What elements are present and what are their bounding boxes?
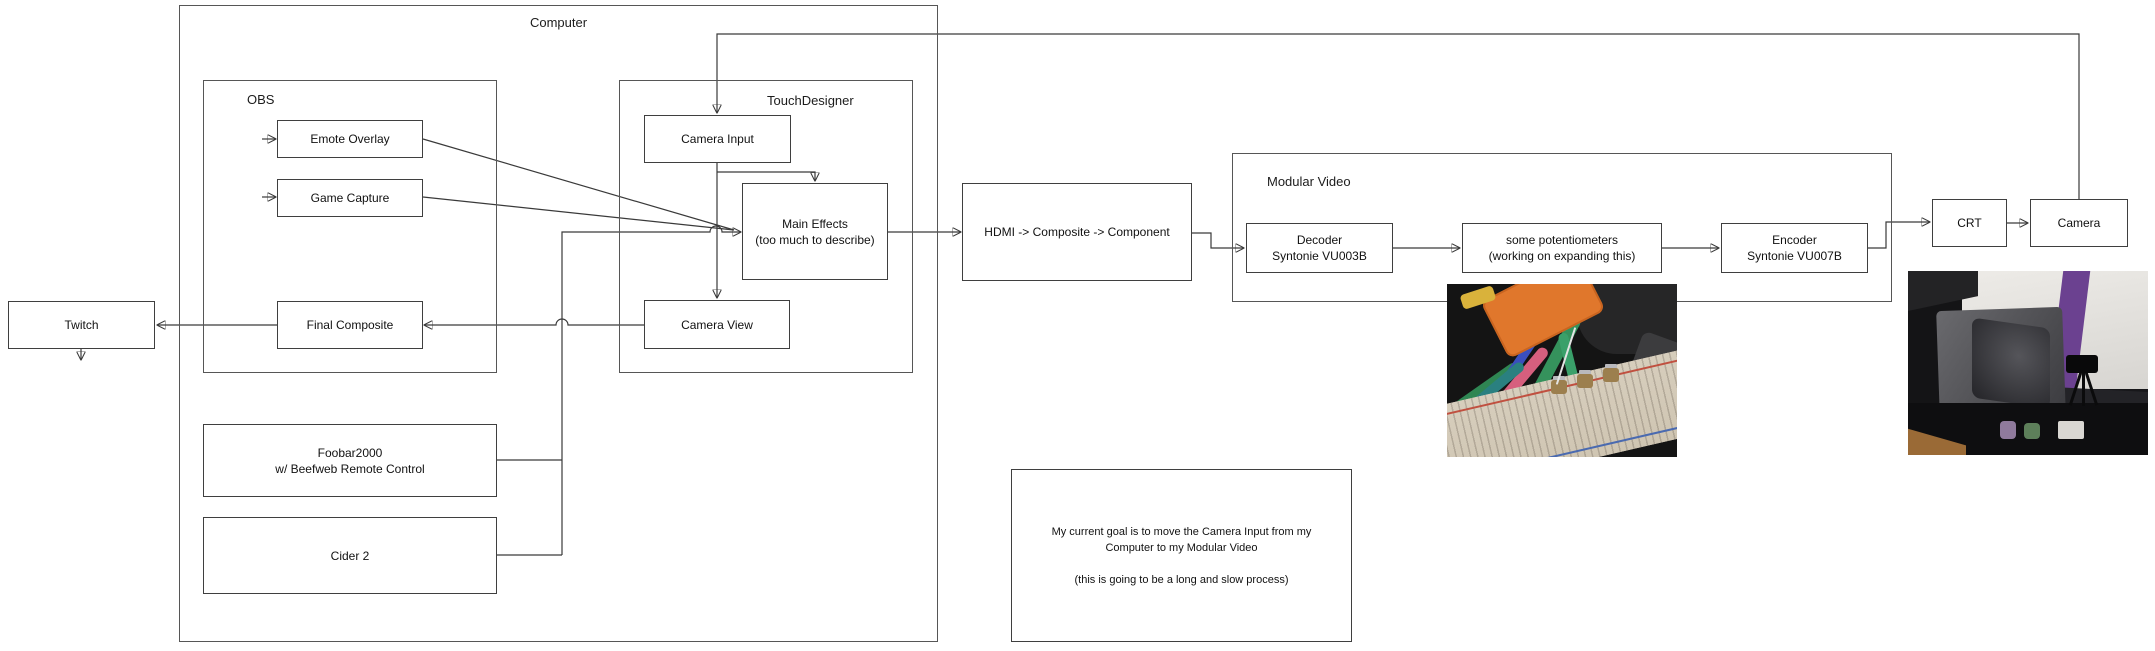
node-encoder-label-line2: Syntonie VU007B — [1747, 249, 1842, 263]
node-crt: CRT — [1932, 199, 2007, 247]
goal-note-line2: Computer to my Modular Video — [1105, 541, 1258, 554]
node-cider-2: Cider 2 — [203, 517, 497, 594]
connector-emote-overlay-to-main-effects — [422, 138, 735, 231]
node-potentiometers-label-line1: some potentiometers — [1505, 233, 1619, 247]
node-camera-label: Camera — [2057, 216, 2101, 230]
node-crt-label: CRT — [1957, 216, 1982, 230]
breadboard — [1447, 343, 1677, 457]
shelf-figurine-1 — [2000, 421, 2016, 439]
group-touchdesigner — [619, 80, 913, 373]
node-encoder-label-line1: Encoder — [1772, 233, 1817, 247]
shelf-box — [2058, 421, 2084, 439]
potentiometer-knob-2 — [1577, 374, 1593, 388]
connector-camera-feedback-to-camera-input — [717, 33, 2080, 199]
goal-note-line3: (this is going to be a long and slow pro… — [1074, 573, 1289, 586]
node-decoder-label-line1: Decoder — [1296, 233, 1343, 247]
node-foobar2000-label-line1: Foobar2000 — [317, 445, 383, 460]
node-camera-input: Camera Input — [644, 115, 791, 163]
node-hdmi-converter-label: HDMI -> Composite -> Component — [984, 225, 1170, 239]
node-final-composite: Final Composite — [277, 301, 423, 349]
node-potentiometers: some potentiometers (working on expandin… — [1462, 223, 1662, 273]
group-obs — [203, 80, 497, 373]
node-camera-input-label: Camera Input — [681, 132, 754, 146]
node-foobar2000-label-line2: w/ Beefweb Remote Control — [275, 461, 425, 476]
node-cider-2-label: Cider 2 — [330, 548, 370, 563]
node-twitch: Twitch — [8, 301, 155, 349]
camera-on-tripod — [2066, 355, 2098, 373]
node-game-capture: Game Capture — [277, 179, 423, 217]
connector-hdmi-to-decoder — [1192, 232, 1243, 248]
group-modular-video-label: Modular Video — [1267, 174, 1351, 189]
group-touchdesigner-label: TouchDesigner — [767, 93, 854, 108]
connector-camera-view-to-final-composite — [425, 318, 644, 325]
connector-encoder-to-crt — [1868, 222, 1929, 249]
node-emote-overlay: Emote Overlay — [277, 120, 423, 158]
node-emote-overlay-label: Emote Overlay — [310, 132, 390, 146]
node-encoder: Encoder Syntonie VU007B — [1721, 223, 1868, 273]
node-potentiometers-label-line2: (working on expanding this) — [1488, 249, 1636, 263]
tripod-leg-2 — [2082, 372, 2085, 406]
node-twitch-label: Twitch — [64, 318, 99, 332]
node-main-effects-label-line2: (too much to describe) — [755, 232, 875, 247]
breadboard-photo — [1447, 284, 1677, 457]
potentiometer-knob-1 — [1551, 380, 1567, 394]
node-foobar2000: Foobar2000 w/ Beefweb Remote Control — [203, 424, 497, 497]
connector-game-capture-to-main-effects — [422, 196, 735, 231]
node-decoder: Decoder Syntonie VU003B — [1246, 223, 1393, 273]
node-final-composite-label: Final Composite — [306, 318, 394, 332]
node-main-effects-label-line1: Main Effects — [782, 216, 848, 231]
node-camera: Camera — [2030, 199, 2128, 247]
crt-setup-photo — [1908, 271, 2148, 455]
node-camera-view-label: Camera View — [681, 317, 753, 332]
group-computer-label: Computer — [529, 15, 588, 30]
goal-note: My current goal is to move the Camera In… — [1011, 469, 1352, 642]
connector-audio-trunk-to-main-effects — [561, 225, 740, 555]
node-game-capture-label: Game Capture — [310, 191, 390, 205]
node-decoder-label-line2: Syntonie VU003B — [1272, 249, 1367, 263]
connector-camera-input-branch-to-main-effects — [717, 171, 815, 180]
node-hdmi-converter: HDMI -> Composite -> Component — [962, 183, 1192, 281]
node-camera-view: Camera View — [644, 300, 790, 349]
goal-note-line1: My current goal is to move the Camera In… — [1051, 525, 1312, 538]
shelf-figurine-2 — [2024, 423, 2040, 439]
crt-tv-screen — [1972, 317, 2050, 409]
potentiometer-knob-3 — [1603, 368, 1619, 382]
group-computer — [179, 5, 938, 642]
node-main-effects: Main Effects (too much to describe) — [742, 183, 888, 280]
group-obs-label: OBS — [247, 92, 275, 107]
